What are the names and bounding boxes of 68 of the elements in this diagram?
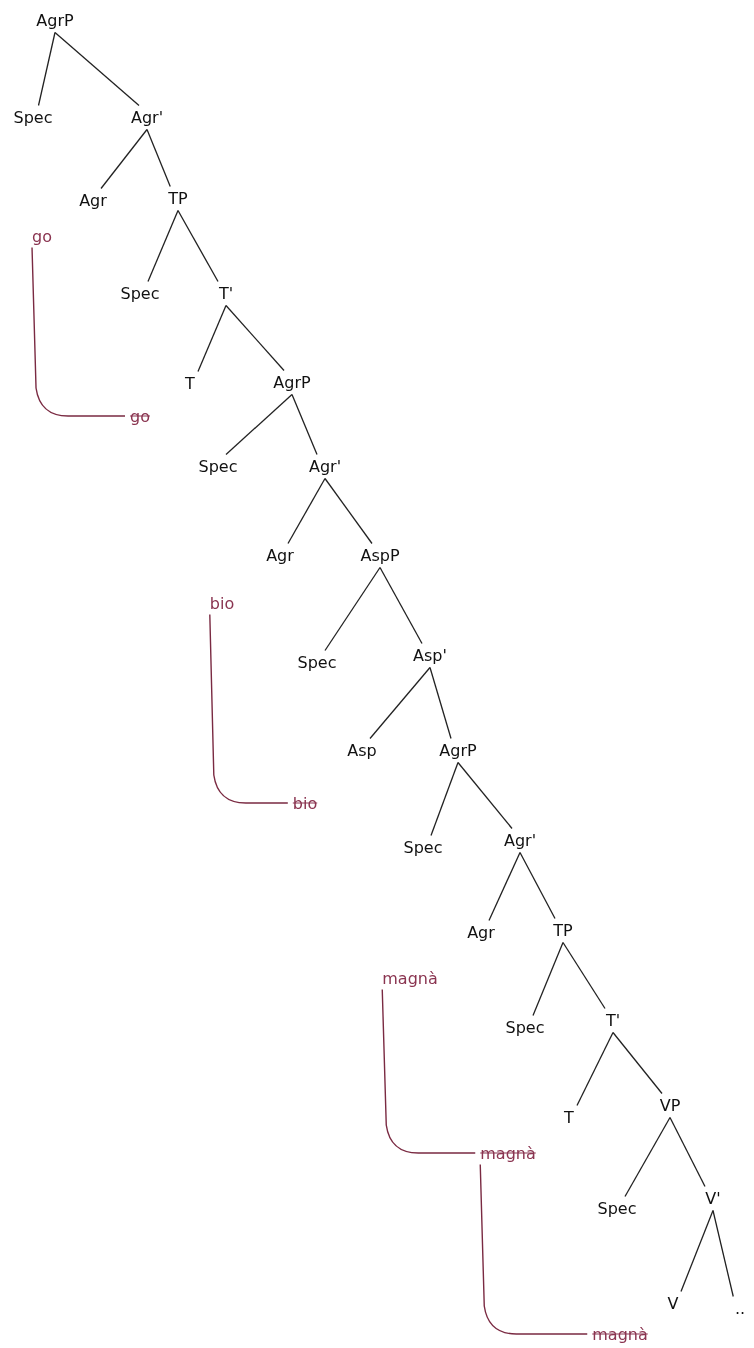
node-label: Spec [402,837,444,857]
node-label: Asp [346,740,378,760]
tree-branch [37,31,56,107]
node-label: AspP [359,545,401,565]
tree-branch [680,1209,714,1293]
tree-branch [519,851,556,920]
node-label: TP [552,920,574,940]
node-label: AgrP [272,372,312,392]
tree-branch [669,1116,706,1188]
tree-branch [624,1116,671,1198]
tree-branch [457,761,513,830]
tree-branch [147,209,179,283]
tree-branch [576,1031,614,1107]
node-label: Agr' [129,107,165,127]
node-label: T' [217,283,235,303]
tree-branch [562,941,606,1010]
node-label: .. [733,1298,747,1318]
trace-word: bio [291,793,319,813]
node-label: Spec [504,1017,546,1037]
tree-branch [488,851,521,922]
tree-branch [177,209,219,283]
tree-branch [225,393,293,456]
node-label: Spec [12,107,54,127]
movement-line [209,613,289,804]
node-label: Agr [265,545,295,565]
node-label: TP [167,188,189,208]
trace-word: go [129,406,151,426]
node-label: AgrP [438,740,478,760]
tree-branch [612,1031,663,1095]
node-label: T [184,373,196,393]
node-label: Agr [466,922,496,942]
trace-word: magnà [479,1143,537,1163]
tree-branch [324,477,373,545]
moved-word: go [31,226,53,246]
node-label: T' [604,1010,622,1030]
movement-line [381,988,476,1154]
moved-word: magnà [381,968,439,988]
node-label: Agr' [307,456,343,476]
tree-branch [430,761,459,837]
node-label: Spec [197,456,239,476]
movement-line [31,246,126,417]
node-label: Spec [119,283,161,303]
tree-branch [54,31,140,107]
tree-branch [225,304,285,372]
tree-branch [369,666,431,740]
tree-branch [146,128,171,188]
trace-word: magnà [591,1324,649,1344]
node-label: Asp' [412,645,448,665]
moved-word: bio [208,593,236,613]
tree-branch [197,304,227,373]
tree-branch [291,393,318,456]
tree-branch [379,566,423,645]
tree-branch [287,477,326,545]
node-label: V [666,1293,680,1313]
tree-branch [532,941,564,1017]
movement-line [479,1163,588,1335]
node-label: V' [704,1188,722,1208]
node-label: VP [658,1095,682,1115]
tree-branch [324,566,381,652]
node-label: T [563,1107,575,1127]
tree-branch [712,1209,734,1298]
node-label: Spec [296,652,338,672]
node-label: Agr' [502,830,538,850]
node-label: AgrP [35,10,75,30]
tree-branch [100,128,148,190]
tree-branch [429,666,452,740]
node-label: Agr [78,190,108,210]
node-label: Spec [596,1198,638,1218]
